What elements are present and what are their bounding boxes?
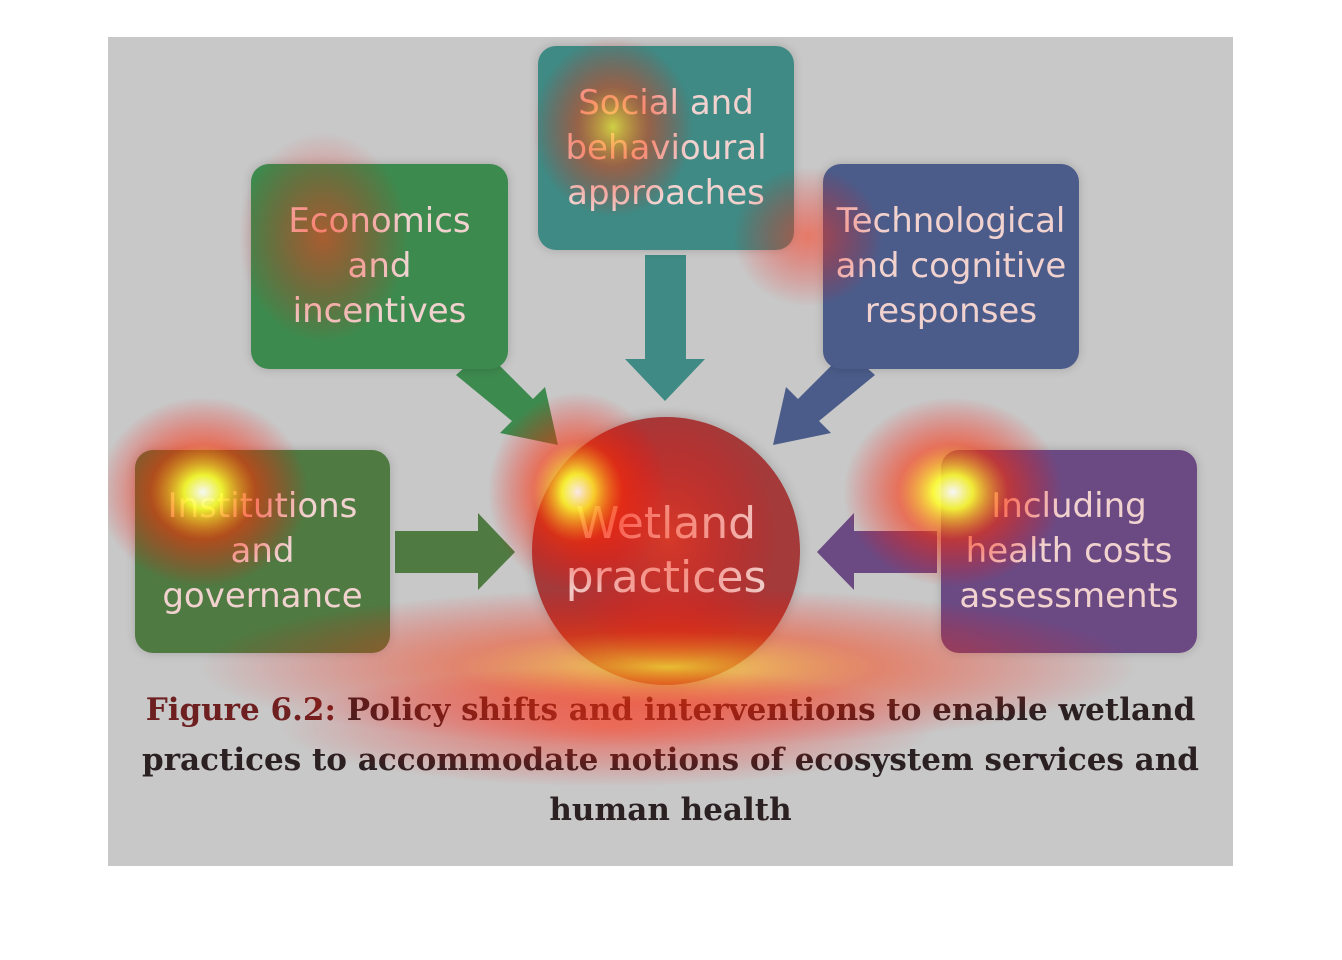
box-social-line-2: behavioural [565, 127, 767, 168]
caption-line-2: practices to accommodate notions of ecos… [142, 742, 1199, 778]
box-social-line-3: approaches [567, 172, 765, 213]
box-institutions-line-3: governance [162, 576, 363, 616]
arrow-health [817, 513, 937, 590]
box-technological-line-2: and cognitive [835, 246, 1067, 286]
box-technological-line-1: Technological [836, 201, 1066, 241]
box-technological-cognitive: Technological and cognitive responses [823, 164, 1079, 369]
center-line-1: Wetland [575, 498, 757, 549]
box-health-line-2: health costs [965, 531, 1173, 571]
box-health-line-1: Including [991, 486, 1147, 526]
box-health-line-3: assessments [959, 576, 1179, 616]
box-economics-line-1: Economics [288, 201, 471, 241]
box-technological-line-3: responses [864, 291, 1038, 331]
arrow-technological [773, 350, 875, 445]
box-economics-line-3: incentives [292, 291, 467, 331]
center-wetland-practices: Wetland practices [532, 417, 800, 685]
caption-text-1: Policy shifts and interventions to enabl… [346, 692, 1196, 728]
box-institutions-line-2: and [230, 531, 295, 571]
caption-line-3: human health [549, 792, 792, 828]
arrow-institutions [395, 513, 515, 590]
caption-label: Figure 6.2: [145, 692, 336, 728]
box-social-line-1: Social and [578, 82, 754, 123]
box-economics-line-2: and [347, 246, 412, 286]
box-health-costs: Including health costs assessments [941, 450, 1197, 653]
box-institutions-line-1: Institutions [167, 486, 358, 526]
figure-panel: Social and behavioural approaches Econom… [108, 37, 1233, 866]
box-institutions-governance: Institutions and governance [135, 450, 390, 653]
box-social-behavioural: Social and behavioural approaches [538, 46, 794, 250]
box-economics-incentives: Economics and incentives [251, 164, 508, 369]
center-line-2: practices [565, 552, 767, 603]
figure-caption: Figure 6.2: Policy shifts and interventi… [108, 685, 1233, 835]
caption-line-1: Figure 6.2: Policy shifts and interventi… [108, 685, 1233, 735]
arrow-social [625, 255, 705, 401]
